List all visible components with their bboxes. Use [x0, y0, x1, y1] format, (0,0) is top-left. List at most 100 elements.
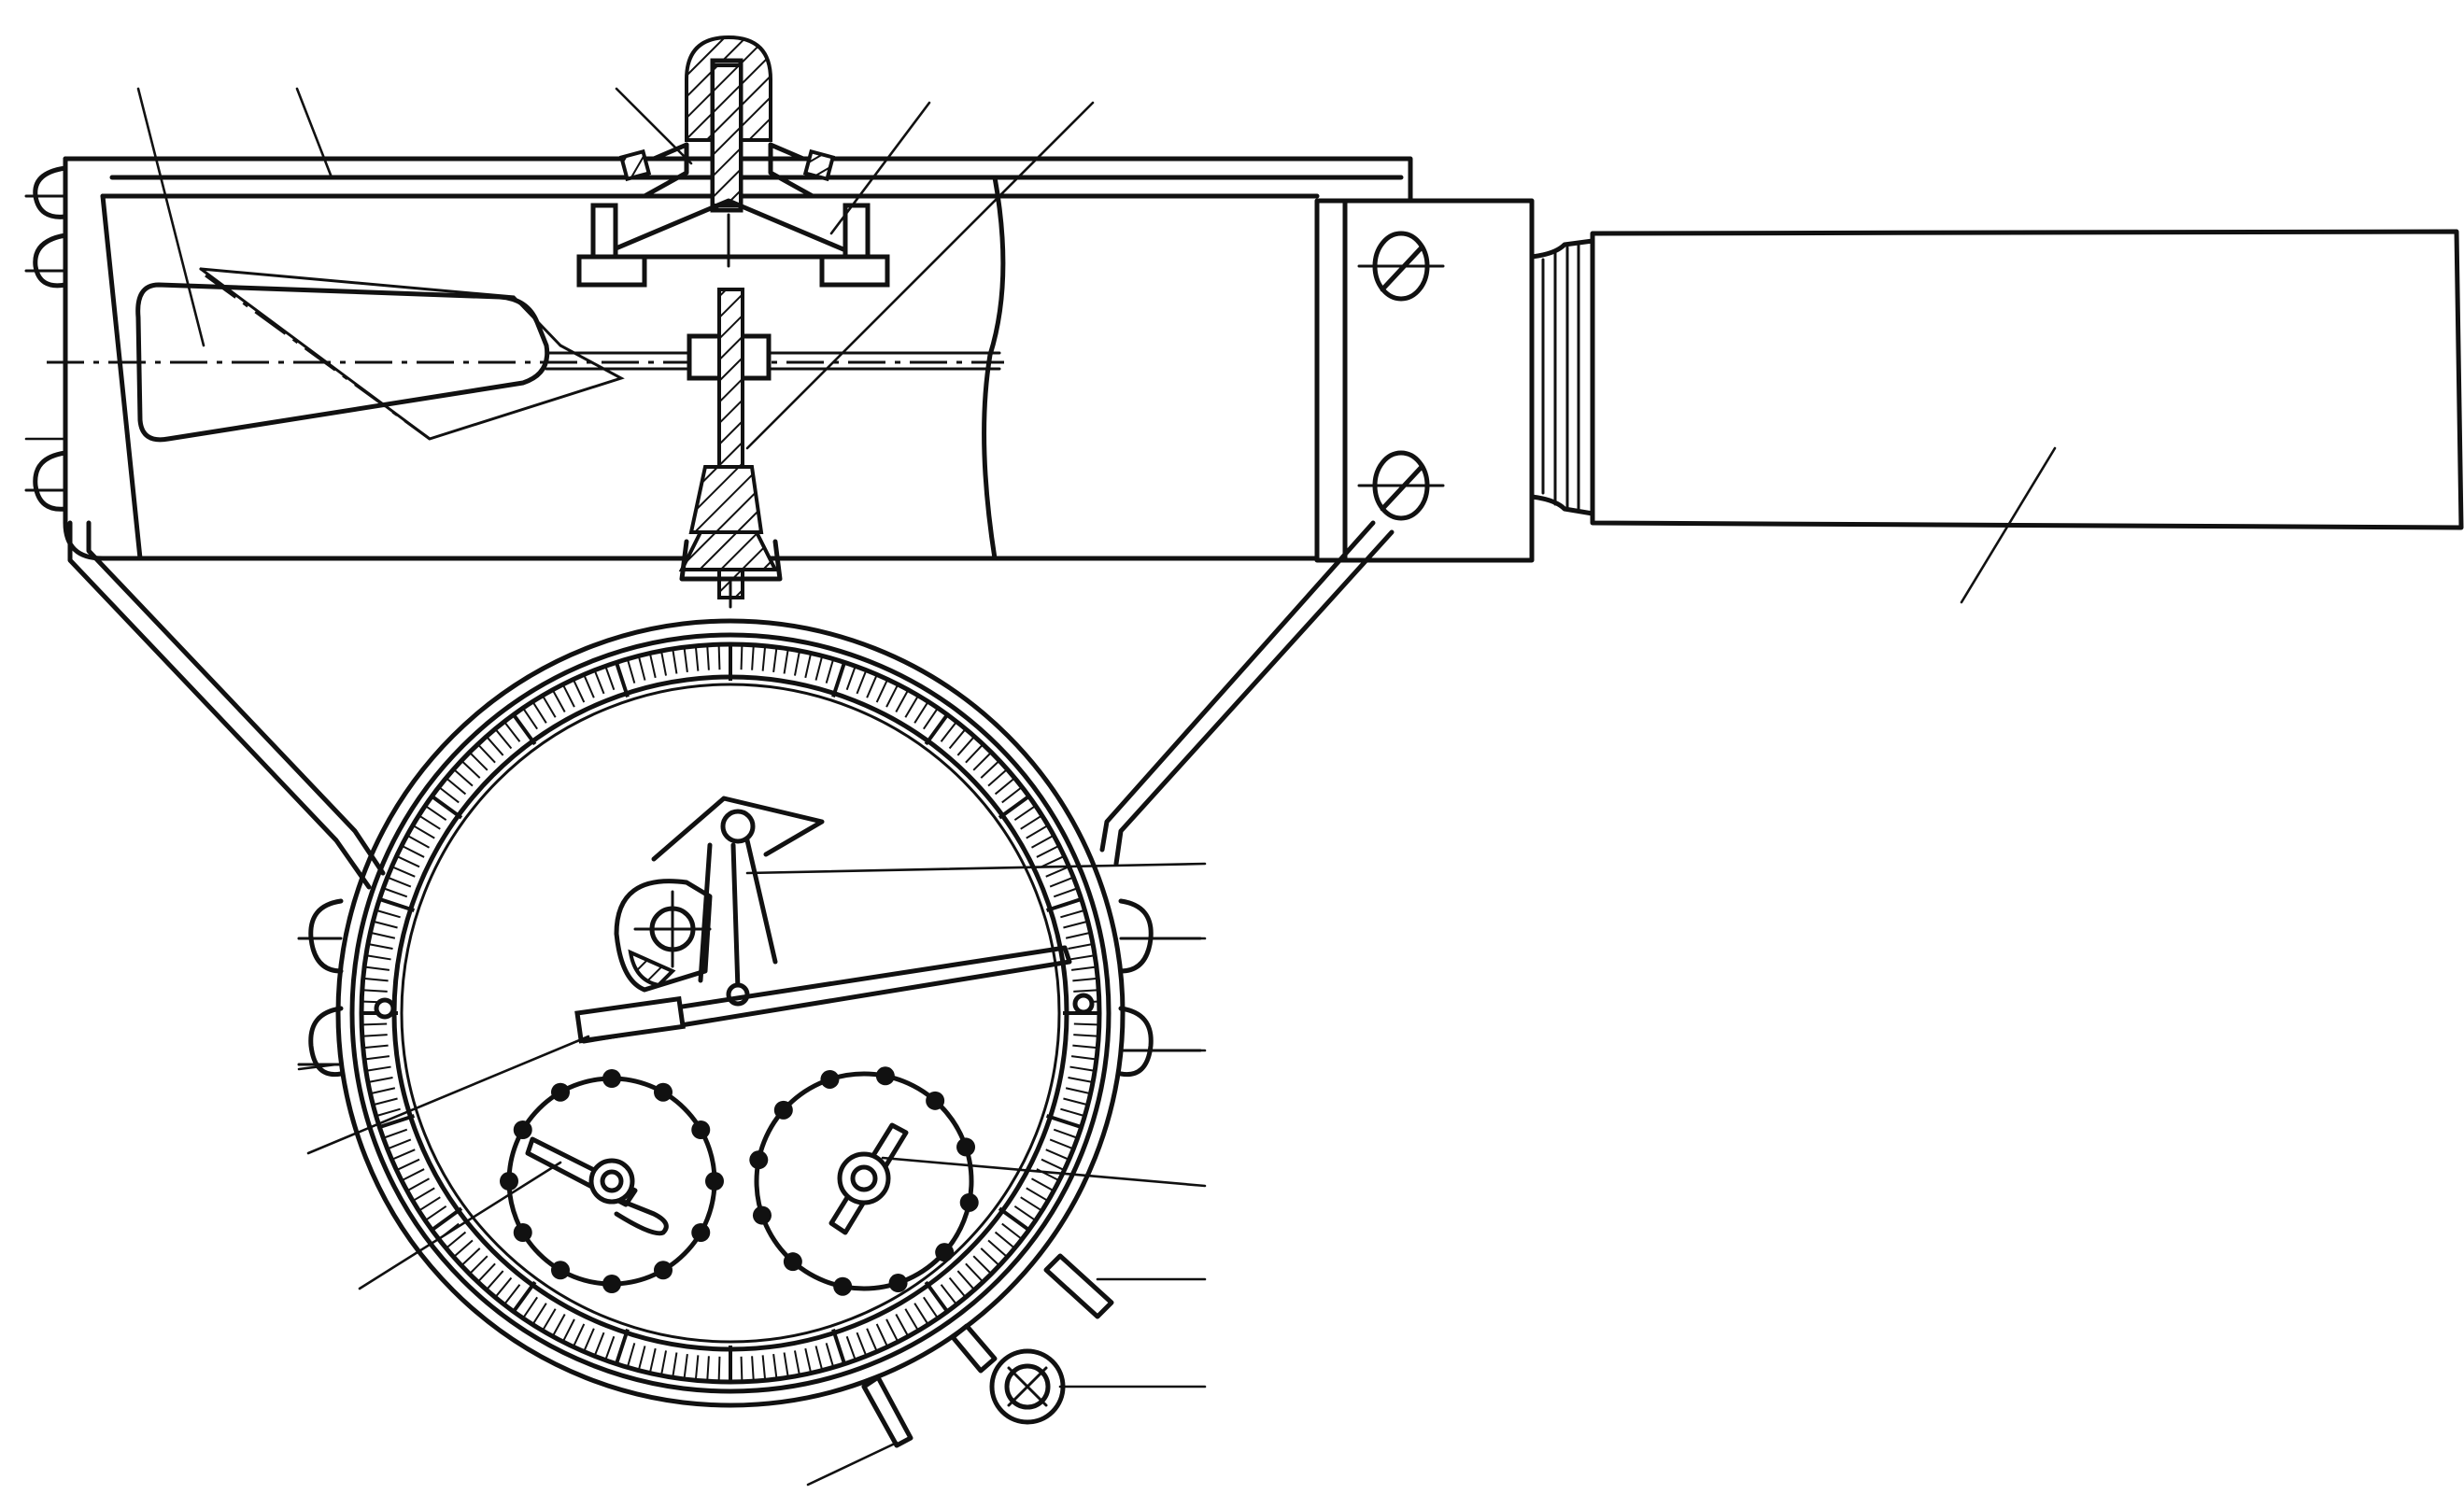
- dial-tick: [403, 845, 425, 858]
- dial-tick: [552, 691, 566, 713]
- dial-tick: [717, 1356, 721, 1380]
- dial-tick: [1060, 909, 1083, 919]
- dial-tick: [397, 1158, 420, 1171]
- dial-tick: [403, 1168, 425, 1181]
- dial-tick: [363, 1022, 388, 1026]
- dial-tick: [1072, 978, 1097, 982]
- dial-tick: [965, 744, 983, 764]
- dial-tick: [543, 697, 557, 718]
- dial-tick: [1013, 1205, 1035, 1220]
- dial-tick: [672, 650, 678, 674]
- dial-tick: [695, 1355, 700, 1379]
- dial-tick: [761, 647, 766, 671]
- dial-tick: [638, 1346, 646, 1369]
- dial-tick: [1026, 825, 1047, 839]
- dial-tick: [1036, 845, 1058, 858]
- dial-tick: [772, 648, 778, 673]
- dial-tick: [998, 796, 1029, 820]
- dial-tick: [573, 680, 586, 703]
- dial-tick: [924, 1280, 948, 1312]
- wheel-dot: [833, 1276, 853, 1296]
- dial-tick: [923, 1296, 938, 1318]
- dial-tick: [683, 1353, 688, 1378]
- dial-tick: [604, 1335, 616, 1360]
- dial-tick: [751, 646, 755, 670]
- dial-tick: [948, 729, 966, 750]
- dial-scale: [363, 646, 1097, 1380]
- dial-tick: [638, 657, 646, 681]
- dial-tick: [895, 691, 909, 713]
- dial-tick: [980, 761, 999, 779]
- dial-tick: [660, 1350, 668, 1374]
- dial-tick: [885, 1318, 899, 1341]
- dial-tick: [1069, 1065, 1094, 1072]
- dial-tick: [948, 1276, 966, 1297]
- dial-tick: [1070, 1055, 1096, 1061]
- dial-tick: [615, 663, 630, 698]
- dial-tick: [695, 647, 700, 671]
- dial-tick: [1073, 1034, 1097, 1037]
- dial-tick: [446, 778, 467, 796]
- dial-tick: [856, 671, 867, 695]
- dial-tick: [987, 769, 1007, 787]
- dial-tick: [972, 1255, 991, 1274]
- dial-tick: [831, 663, 846, 698]
- dial-tick: [761, 1355, 766, 1379]
- dial-tick: [584, 1328, 595, 1351]
- dial-tick: [1070, 965, 1096, 971]
- dial-tick: [461, 1247, 481, 1265]
- dial-tick: [365, 1055, 390, 1061]
- dial-tick: [532, 702, 547, 724]
- dial-tick: [363, 1034, 388, 1037]
- wheel-dot: [654, 1261, 673, 1280]
- dial: [297, 618, 1202, 1408]
- dial-tick: [783, 1352, 789, 1376]
- dial-tick: [1045, 1114, 1081, 1129]
- dial-tick: [904, 697, 918, 718]
- dial-tick: [1053, 887, 1077, 898]
- dial-tick: [1065, 932, 1089, 939]
- dial-tick: [706, 1356, 710, 1380]
- dial-tick: [972, 753, 991, 771]
- dial-tick: [1001, 787, 1022, 804]
- dial-tick: [793, 652, 800, 676]
- dial-tick: [392, 1149, 416, 1160]
- dial-tick: [1030, 1177, 1053, 1191]
- dial-tick: [672, 1352, 678, 1376]
- handle: [1529, 229, 2464, 530]
- dial-tick: [532, 1303, 547, 1324]
- dial-tick: [1041, 1158, 1064, 1171]
- dial-tick: [1049, 1138, 1072, 1149]
- wheel-dot: [926, 1091, 945, 1110]
- dial-tick: [793, 1350, 800, 1374]
- dial-tick: [804, 1347, 812, 1372]
- dial-tick: [446, 1231, 467, 1248]
- wheel-dot: [820, 1069, 840, 1089]
- dial-tick: [875, 1323, 888, 1346]
- dial-tick: [1026, 1187, 1047, 1201]
- dial-tick: [426, 1205, 447, 1220]
- dial-tick: [604, 667, 616, 691]
- dial-tick: [627, 660, 636, 684]
- dial-tick: [1073, 1022, 1097, 1026]
- dial-tick: [1073, 989, 1097, 993]
- leader-lines: [24, 87, 2057, 1487]
- dial-tick: [740, 1356, 743, 1380]
- wheel-dot: [956, 1137, 976, 1157]
- dial-tick: [426, 806, 447, 821]
- wheel-dot: [705, 1172, 724, 1191]
- dial-tick: [1068, 943, 1092, 951]
- dial-tick: [513, 1280, 537, 1312]
- dial-tick: [573, 1323, 586, 1346]
- dial-tick: [772, 1353, 778, 1378]
- dial-tick: [1020, 815, 1041, 830]
- leader-line: [806, 1441, 899, 1487]
- dial-tick: [375, 1097, 398, 1106]
- dial-tick: [397, 855, 420, 868]
- dial-tick: [414, 1187, 435, 1201]
- dial-tick: [369, 1076, 393, 1083]
- dial-tick: [408, 1177, 431, 1191]
- dial-tick: [895, 1313, 909, 1335]
- locking-screw: [950, 1323, 1066, 1425]
